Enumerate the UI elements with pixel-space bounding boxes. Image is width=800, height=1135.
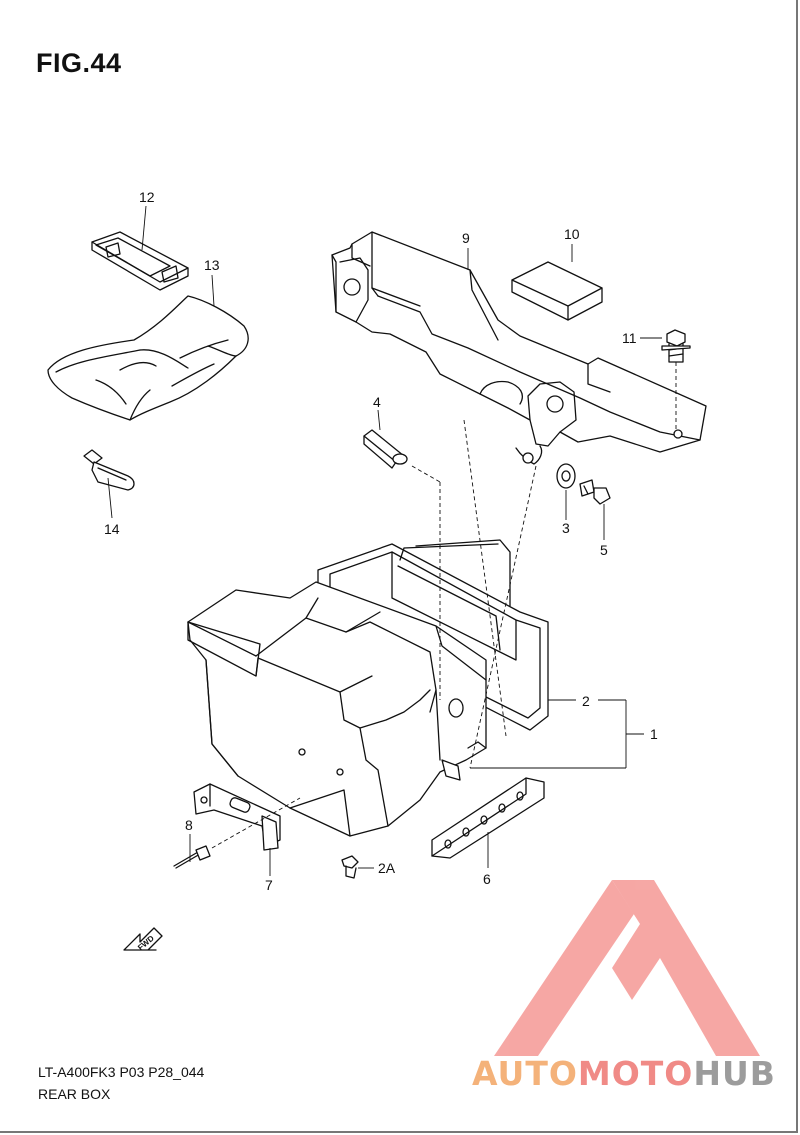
callout-labels: 12 13 14 9 10 11 4 3 5 2 1 6 7 8 2A FWD (104, 189, 658, 952)
part-5-bolt (579, 479, 611, 505)
callout-14: 14 (104, 521, 120, 537)
part-1-rear-box (187, 581, 487, 837)
callout-2: 2 (582, 693, 590, 709)
part-9-bracket (331, 231, 707, 465)
callout-5: 5 (600, 542, 608, 558)
callout-10: 10 (564, 226, 580, 242)
callout-4: 4 (373, 394, 381, 410)
automotohub-wordmark: AUTOMOTOHUB (472, 1054, 776, 1093)
callout-7: 7 (265, 877, 273, 893)
part-8-rivet (173, 845, 211, 869)
callout-11: 11 (622, 330, 637, 346)
callout-8: 8 (185, 817, 193, 833)
part-13-tool-bag (47, 295, 249, 421)
callout-2a: 2A (378, 860, 396, 876)
leader-lines (107, 205, 677, 876)
part-4-collar (363, 429, 408, 469)
callout-3: 3 (562, 520, 570, 536)
part-12-strap (91, 231, 189, 291)
figure-code: LT-A400FK3 P03 P28_044 (38, 1064, 205, 1080)
callout-6: 6 (483, 871, 491, 887)
figure-title: FIG.44 (36, 48, 122, 78)
callout-1: 1 (650, 726, 658, 742)
fwd-arrow-icon (123, 927, 163, 951)
part-3-washer (556, 463, 576, 489)
callout-13: 13 (204, 257, 220, 273)
part-14-plug (83, 449, 135, 491)
callout-12: 12 (139, 189, 155, 205)
part-2a-clip (341, 855, 359, 879)
part-10-pad (511, 261, 603, 321)
figure-name: REAR BOX (38, 1086, 111, 1102)
part-6-plate (431, 777, 545, 859)
callout-9: 9 (462, 230, 470, 246)
part-11-bolt (661, 329, 691, 363)
part-7-bracket (193, 783, 281, 851)
